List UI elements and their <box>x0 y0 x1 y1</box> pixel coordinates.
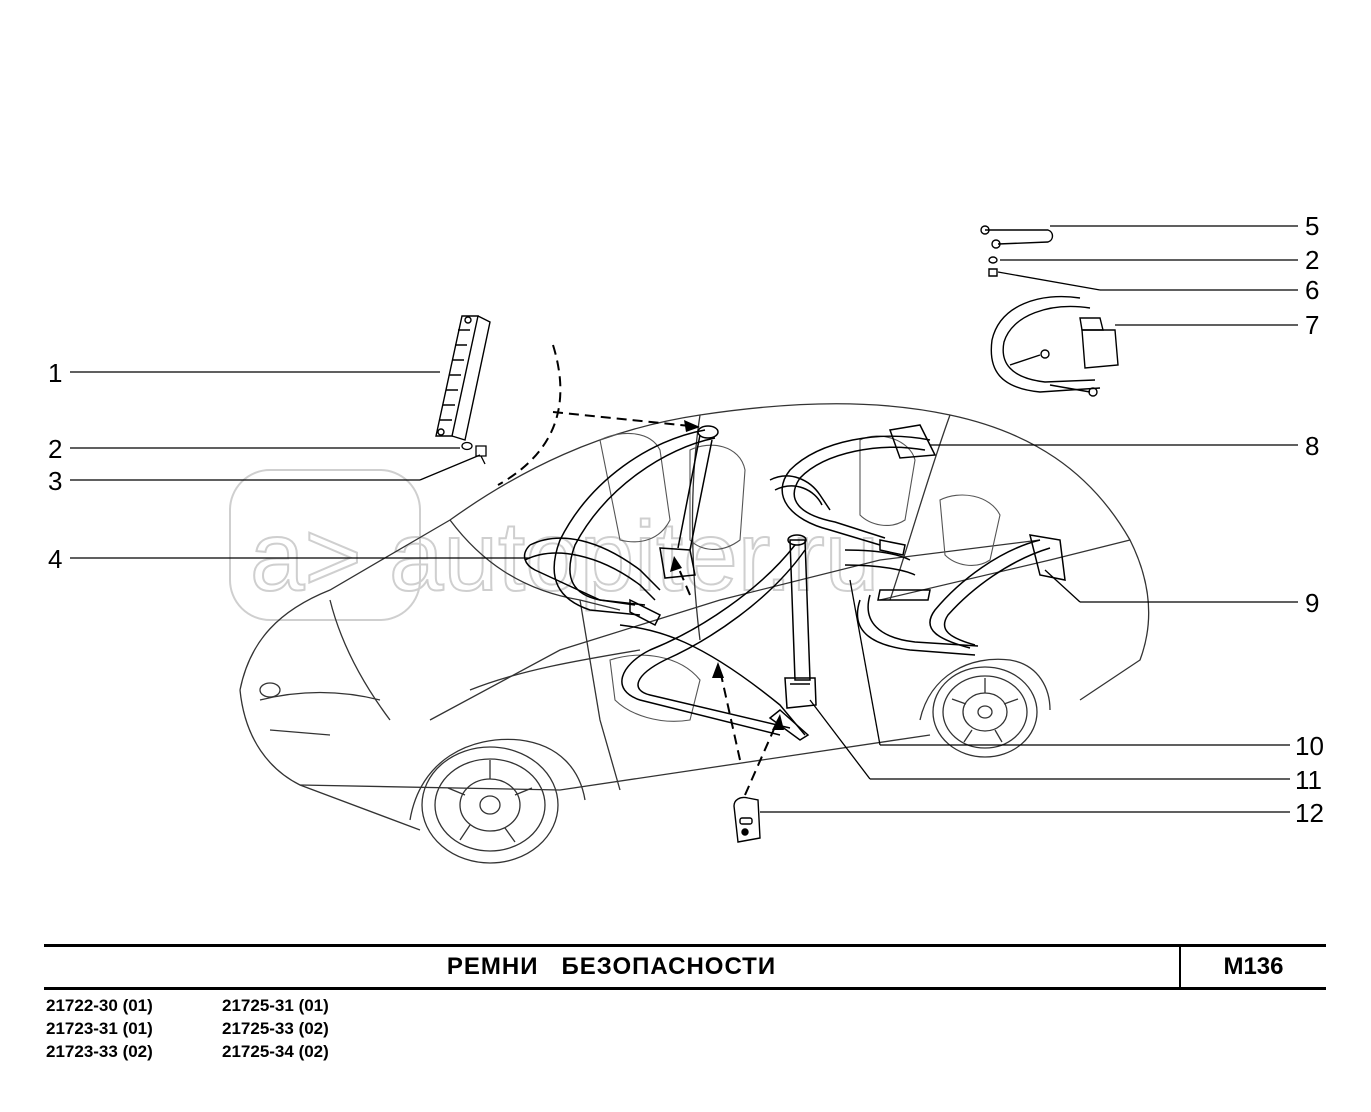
watermark: a> autopiter.ru <box>229 469 880 621</box>
model-code: 21725-31 (01) <box>222 996 329 1015</box>
callout-1: 1 <box>48 358 62 388</box>
model-code: 21723-31 (01) <box>46 1019 153 1038</box>
model-list: 21722-30 (01) 21723-31 (01) 21723-33 (02… <box>46 994 466 1064</box>
leader-lines <box>70 225 1298 813</box>
callout-10: 10 <box>1295 731 1324 761</box>
title-divider <box>1179 947 1181 987</box>
callout-2-left: 2 <box>48 434 62 464</box>
rear-buckle-assembly <box>980 225 1119 397</box>
callout-4: 4 <box>48 544 62 574</box>
callout-7: 7 <box>1305 310 1319 340</box>
height-adjuster-rail <box>435 315 491 441</box>
model-code: 21725-34 (02) <box>222 1042 329 1061</box>
callout-9: 9 <box>1305 588 1319 618</box>
title-block: РЕМНИ БЕЗОПАСНОСТИ М136 <box>44 944 1326 990</box>
rear-belts-right <box>769 424 1066 656</box>
diagram-code: М136 <box>1223 953 1284 980</box>
model-code: 21723-33 (02) <box>46 1042 153 1061</box>
model-column-2: 21725-31 (01) 21725-33 (02) 21725-34 (02… <box>222 994 329 1063</box>
callout-numbers: 1 2 3 4 5 2 6 7 8 9 10 11 12 <box>48 211 1324 828</box>
front-belt-left <box>523 425 719 627</box>
watermark-text: a> autopiter.ru <box>250 501 879 611</box>
callout-12: 12 <box>1295 798 1324 828</box>
callout-2-right: 2 <box>1305 245 1319 275</box>
model-code: 21722-30 (01) <box>46 996 153 1015</box>
callout-3: 3 <box>48 466 62 496</box>
front-wheel <box>409 738 586 864</box>
car-outline <box>239 403 1150 831</box>
callout-5: 5 <box>1305 211 1319 241</box>
model-code: 21725-33 (02) <box>222 1019 329 1038</box>
rear-wheel <box>919 658 1051 758</box>
diagram-title: РЕМНИ БЕЗОПАСНОСТИ <box>446 953 777 980</box>
washer-and-bolt <box>461 441 487 465</box>
model-column-1: 21722-30 (01) 21723-31 (01) 21723-33 (02… <box>46 994 153 1063</box>
buckle-part <box>733 796 761 843</box>
callout-11: 11 <box>1295 765 1322 795</box>
callout-8: 8 <box>1305 431 1319 461</box>
front-retractor-center <box>619 534 817 741</box>
callout-6: 6 <box>1305 275 1319 305</box>
